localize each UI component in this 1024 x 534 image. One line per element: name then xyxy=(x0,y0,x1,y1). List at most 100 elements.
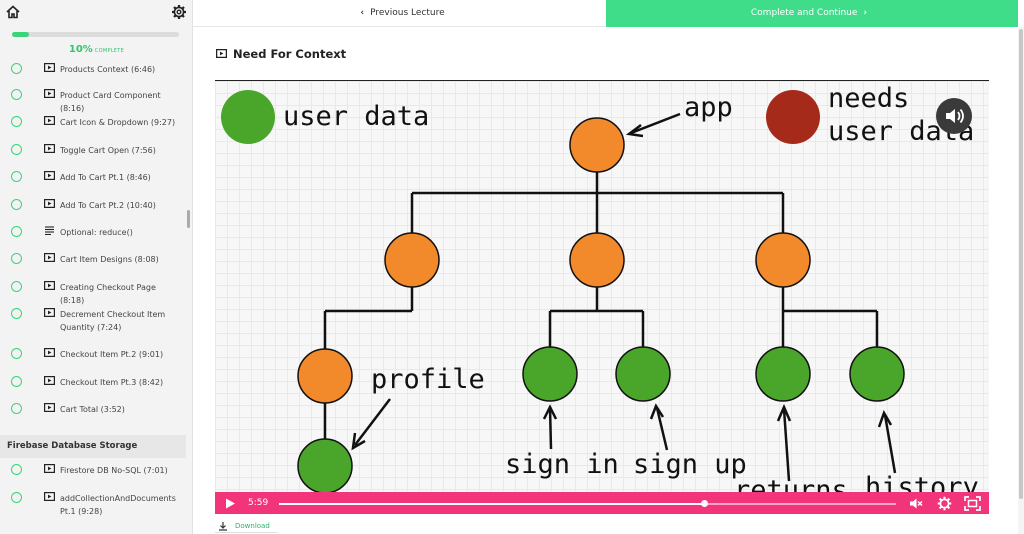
video-lecture-icon xyxy=(44,116,55,125)
video-lecture-icon xyxy=(216,49,227,58)
app-label: app xyxy=(684,92,733,123)
chevron-left-icon: ‹ xyxy=(360,8,365,18)
lecture-heading: Need For Context xyxy=(233,47,347,61)
lecture-status-circle[interactable] xyxy=(11,171,22,182)
video-controls: 5:59 xyxy=(215,492,989,514)
download-icon xyxy=(219,522,227,531)
lecture-title[interactable]: Add To Cart Pt.1 (8:46) xyxy=(60,173,151,182)
current-time: 5:59 xyxy=(248,498,269,508)
previous-lecture-button[interactable]: ‹ Previous Lecture xyxy=(193,0,606,27)
lecture-title[interactable]: Products Context (6:46) xyxy=(60,65,156,74)
sign-in-label: sign in xyxy=(505,449,619,480)
sidebar-scrollbar[interactable] xyxy=(187,210,190,228)
course-progress-fill xyxy=(12,32,29,37)
video-lecture-icon xyxy=(44,199,55,208)
video-lecture-icon xyxy=(44,63,55,72)
lecture-status-circle[interactable] xyxy=(11,403,22,414)
lecture-status-circle[interactable] xyxy=(11,253,22,264)
legend-green-label: user data xyxy=(283,101,429,132)
lecture-title[interactable]: Checkout Item Pt.3 (8:42) xyxy=(60,378,164,387)
tree-node xyxy=(615,346,671,402)
tree-node xyxy=(569,232,625,288)
lecture-title[interactable]: Product Card Component (8:16) xyxy=(60,91,161,113)
lecture-status-circle[interactable] xyxy=(11,492,22,503)
lecture-status-circle[interactable] xyxy=(11,144,22,155)
video-lecture-icon xyxy=(44,492,55,501)
video-lecture-icon xyxy=(44,171,55,180)
profile-label: profile xyxy=(371,364,485,395)
tree-node xyxy=(384,232,440,288)
lecture-status-circle[interactable] xyxy=(11,199,22,210)
video-lecture-icon xyxy=(44,89,55,98)
settings-gear-icon[interactable] xyxy=(937,496,952,511)
lecture-status-circle[interactable] xyxy=(11,226,22,237)
legend-red-dot xyxy=(766,90,820,144)
legend-green-dot xyxy=(221,90,275,144)
lecture-title[interactable]: Cart Item Designs (8:08) xyxy=(60,255,159,264)
lecture-title[interactable]: Creating Checkout Page (8:18) xyxy=(60,283,156,305)
volume-overlay-button[interactable] xyxy=(936,98,972,134)
lecture-status-circle[interactable] xyxy=(11,281,22,292)
progress-label: COMPLETE xyxy=(94,48,125,54)
lecture-status-circle[interactable] xyxy=(11,63,22,74)
video-lecture-icon xyxy=(44,253,55,262)
course-progress-bar xyxy=(12,32,179,37)
lecture-status-circle[interactable] xyxy=(11,116,22,127)
tree-node xyxy=(569,117,625,173)
complete-continue-label: Complete and Continue xyxy=(750,8,858,18)
tree-node xyxy=(297,348,353,404)
tree-node xyxy=(755,232,811,288)
page-scrollbar[interactable] xyxy=(1018,27,1024,534)
previous-lecture-label: Previous Lecture xyxy=(370,8,445,18)
course-progress-text: 10%COMPLETE xyxy=(0,44,192,55)
fullscreen-icon[interactable] xyxy=(964,496,981,511)
play-icon[interactable] xyxy=(224,497,236,510)
lecture-title[interactable]: Decrement Checkout Item Quantity (7:24) xyxy=(60,310,166,332)
lecture-title[interactable]: Firestore DB No-SQL (7:01) xyxy=(60,466,168,475)
lecture-status-circle[interactable] xyxy=(11,308,22,319)
tree-node xyxy=(849,346,905,402)
lecture-title[interactable]: Optional: reduce() xyxy=(60,228,133,237)
lecture-title[interactable]: Toggle Cart Open (7:56) xyxy=(60,146,156,155)
lecture-status-circle[interactable] xyxy=(11,89,22,100)
lecture-status-circle[interactable] xyxy=(11,348,22,359)
seek-bar-fill xyxy=(279,503,705,505)
page-scrollbar-thumb[interactable] xyxy=(1019,29,1023,499)
tree-node xyxy=(297,438,353,494)
speaker-icon xyxy=(946,108,964,124)
tree-node xyxy=(755,346,811,402)
chevron-right-icon: › xyxy=(863,8,868,18)
seek-knob[interactable] xyxy=(701,500,709,507)
section-header: Firebase Database Storage xyxy=(0,435,186,458)
lecture-title[interactable]: addCollectionAndDocuments Pt.1 (9:28) xyxy=(60,494,176,516)
progress-percent: 10% xyxy=(68,44,93,55)
video-lecture-icon xyxy=(44,281,55,290)
lecture-title[interactable]: Cart Total (3:52) xyxy=(60,405,125,414)
video-lecture-icon xyxy=(44,464,55,473)
video-lecture-icon xyxy=(44,144,55,153)
mute-icon[interactable] xyxy=(909,497,923,510)
video-lecture-icon xyxy=(44,403,55,412)
download-divider xyxy=(215,532,277,533)
lecture-status-circle[interactable] xyxy=(11,464,22,475)
video-lecture-icon xyxy=(44,308,55,317)
download-label: Download xyxy=(235,522,270,530)
sign-up-label: sign up xyxy=(633,449,747,480)
lecture-title[interactable]: Checkout Item Pt.2 (9:01) xyxy=(60,350,164,359)
context-tree-diagram: user data needs user data app profile si… xyxy=(221,83,979,506)
tree-node xyxy=(522,346,578,402)
text-lecture-icon xyxy=(45,226,54,235)
sidebar-header xyxy=(0,0,192,24)
seek-bar[interactable] xyxy=(279,503,896,505)
lecture-title[interactable]: Cart Icon & Dropdown (9:27) xyxy=(60,118,176,127)
course-sidebar: 10%COMPLETE Products Context (6:46) Prod… xyxy=(0,0,193,534)
complete-and-continue-button[interactable]: Complete and Continue › xyxy=(606,0,1018,27)
gear-icon[interactable] xyxy=(171,4,187,20)
download-link[interactable]: Download xyxy=(218,519,270,533)
home-icon[interactable] xyxy=(5,4,21,20)
legend-red-label-line1: needs xyxy=(828,83,909,114)
lecture-title[interactable]: Add To Cart Pt.2 (10:40) xyxy=(60,201,156,210)
lecture-status-circle[interactable] xyxy=(11,376,22,387)
video-player[interactable]: user data needs user data app profile si… xyxy=(215,80,989,514)
